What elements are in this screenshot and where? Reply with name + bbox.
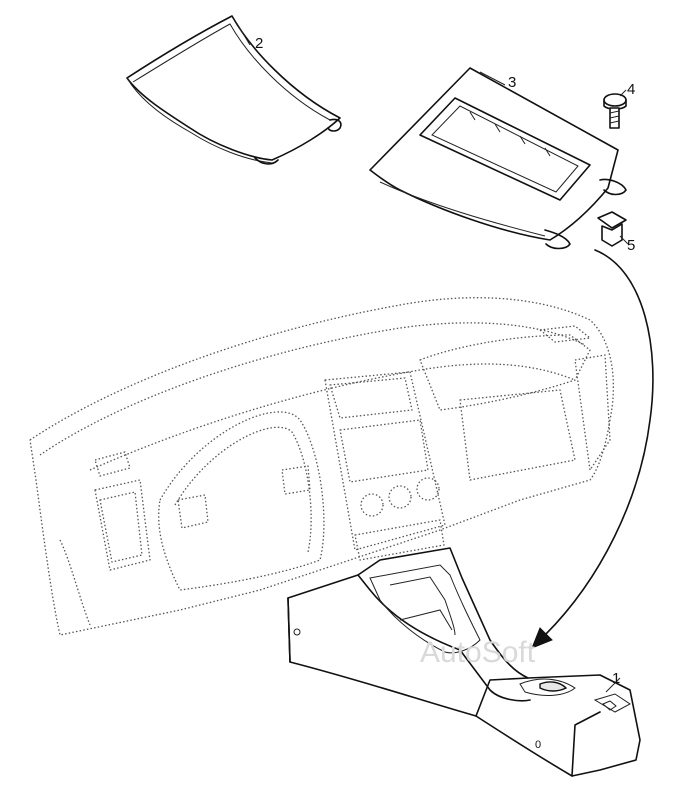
- console-mark: 0: [535, 739, 541, 751]
- watermark-text: AutoSoft: [420, 636, 536, 669]
- callout-leaders: [235, 21, 629, 693]
- callout-4: 4: [627, 81, 635, 98]
- part-2-tray-lid: [126, 15, 342, 165]
- callout-2: 2: [255, 35, 263, 52]
- callout-5: 5: [627, 237, 635, 254]
- dashboard-outline: [29, 297, 615, 636]
- callout-3: 3: [508, 74, 516, 91]
- part-5-clip: [597, 211, 627, 247]
- part-4-screw: [603, 93, 627, 129]
- part-3-shifter-bezel: [369, 67, 627, 250]
- callout-1: 1: [612, 670, 620, 687]
- assembly-arrow: [531, 249, 654, 649]
- part-1-center-console: [287, 547, 641, 777]
